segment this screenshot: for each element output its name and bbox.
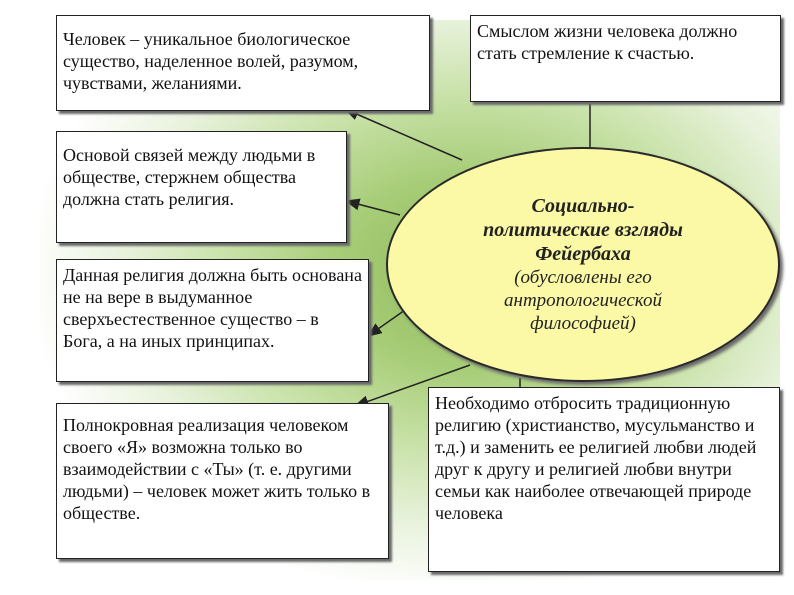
box-new-religion-text: Данная религия должна быть основана не н… (63, 265, 362, 351)
center-subtitle: (обусловлены его антропологической филос… (504, 267, 662, 334)
arrow-to-human-box (343, 108, 463, 161)
box-meaning-of-life-text: Смыслом жизни человека должно стать стре… (477, 21, 738, 63)
box-reject-religion-text: Необходимо отбросить традиционную религи… (435, 393, 757, 523)
box-religion-core-text: Основой связей между людьми в обществе, … (63, 145, 316, 209)
box-new-religion: Данная религия должна быть основана не н… (56, 259, 369, 382)
arrow-to-new-religion-box (366, 309, 406, 337)
box-meaning-of-life: Смыслом жизни человека должно стать стре… (470, 15, 781, 102)
box-human-nature-text: Человек – уникальное биологическое сущес… (63, 29, 359, 93)
box-religion-core: Основой связей между людьми в обществе, … (56, 131, 347, 243)
arrow-to-religion-core-box (344, 198, 401, 216)
arrow-to-self-box (353, 364, 471, 408)
box-self-realization-text: Полнокровная реализация человеком своего… (63, 415, 371, 523)
center-title: Социально- политические взгляды Фейербах… (483, 195, 683, 265)
center-ellipse: Социально- политические взгляды Фейербах… (386, 147, 780, 382)
box-human-nature: Человек – уникальное биологическое сущес… (56, 15, 430, 111)
box-reject-religion: Необходимо отбросить традиционную религи… (428, 387, 780, 572)
box-self-realization: Полнокровная реализация человеком своего… (56, 403, 389, 559)
